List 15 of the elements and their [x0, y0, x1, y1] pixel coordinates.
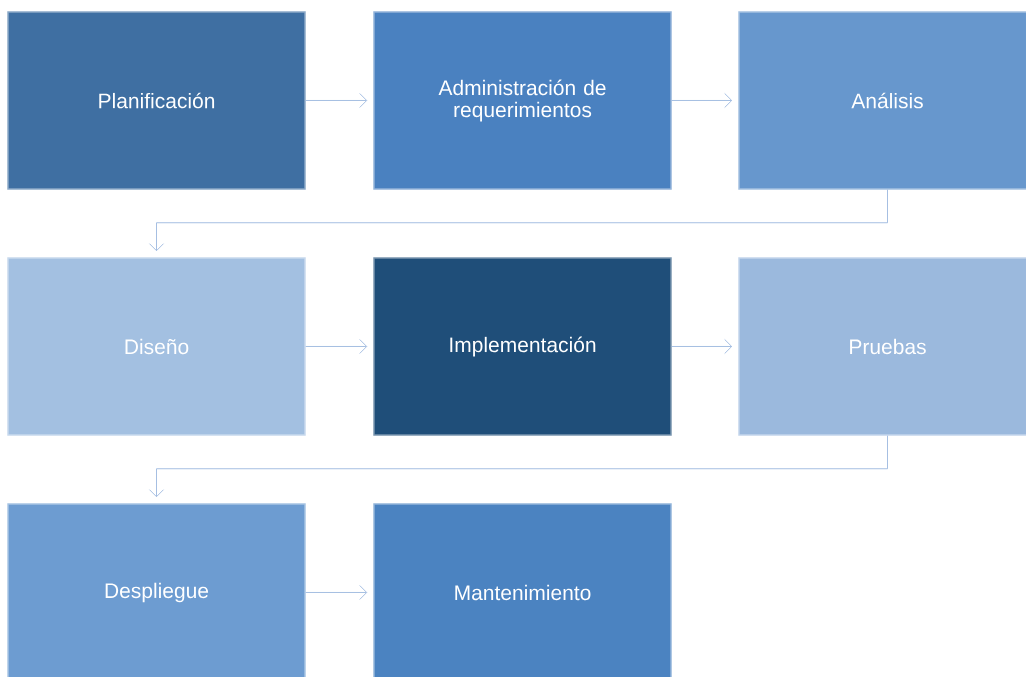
arrow: [671, 93, 733, 108]
process-box: Despliegue: [7, 503, 306, 677]
arrow: [305, 585, 368, 600]
process-box: Planificación: [7, 11, 306, 190]
process-box: Pruebas: [738, 257, 1026, 436]
arrow: [305, 339, 368, 354]
process-box: Administración de requerimientos: [373, 11, 672, 190]
process-box: Diseño: [7, 257, 306, 436]
process-box: Análisis: [738, 11, 1026, 190]
process-box: Implementación: [373, 257, 672, 436]
arrow: [149, 435, 888, 498]
process-box: Mantenimiento: [373, 503, 672, 677]
arrow: [149, 189, 888, 252]
arrow: [305, 93, 368, 108]
arrow: [671, 339, 733, 354]
